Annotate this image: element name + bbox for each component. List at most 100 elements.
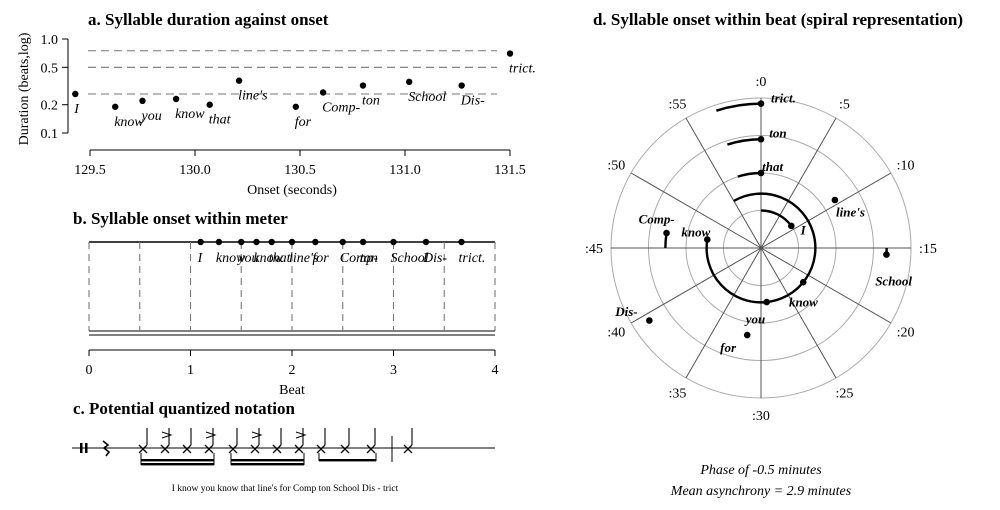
polar-spoke — [760, 117, 837, 249]
polar-clock-labels: :0:5:10:15:20:25:30:35:40:45:50:55 — [585, 75, 937, 424]
point-label-for: for — [295, 115, 312, 130]
onset-label-that: that — [269, 251, 292, 266]
note-head — [160, 444, 170, 454]
syllable-point-that — [757, 169, 765, 177]
onset-school — [390, 238, 397, 246]
point-label-you: you — [140, 109, 162, 124]
onset-you — [238, 238, 245, 246]
polar-spoke — [630, 247, 762, 324]
x-tick-label: 131.5 — [494, 163, 526, 178]
point-label-comp: Comp- — [322, 100, 360, 115]
panel-c: c. Potential quantized notation I know y… — [72, 399, 495, 494]
point-label-school: School — [408, 90, 446, 105]
footer-asynchrony: Mean asynchrony = 2.9 minutes — [670, 484, 852, 499]
beat-tick-label: 4 — [492, 363, 499, 378]
clock-label: :15 — [919, 242, 937, 257]
point-you — [139, 97, 146, 105]
polar-spoke — [630, 172, 762, 249]
syllable-label-dis: Dis- — [614, 304, 637, 319]
notation-lyric: I know you know that line's for Comp ton… — [172, 483, 399, 494]
clock-label: :20 — [897, 326, 915, 341]
x-tick-label: 131.0 — [389, 163, 421, 178]
clock-label: :30 — [752, 409, 770, 424]
repeat-bar-1 — [80, 443, 83, 453]
point-school — [406, 78, 413, 86]
beam — [319, 459, 376, 462]
panel-a-y-ticks: 0.10.20.51.0 — [41, 33, 68, 142]
syllable-point-for — [743, 331, 751, 339]
point-line-s — [235, 77, 243, 84]
onset-ton — [359, 238, 367, 246]
syllable-label-school: School — [875, 274, 912, 289]
onset-for — [312, 238, 319, 246]
footer-phase: Phase of -0.5 minutes — [699, 463, 822, 478]
beat-tick-label: 3 — [390, 363, 397, 378]
syllable-label-know: know — [681, 224, 710, 239]
syllable-arc-i — [760, 209, 793, 227]
beam — [141, 463, 214, 466]
point-label-know: know — [175, 107, 205, 122]
syllable-point-comp — [663, 229, 670, 237]
y-tick-label: 1.0 — [41, 33, 59, 48]
onset-label-know: know — [216, 251, 246, 266]
clock-label: :35 — [669, 387, 687, 402]
panel-d-title: d. Syllable onset within beat (spiral re… — [593, 10, 963, 29]
panel-d: d. Syllable onset within beat (spiral re… — [585, 10, 963, 499]
onset-know — [253, 238, 260, 246]
syllable-point-you — [763, 298, 770, 306]
syllable-point-line-s — [831, 196, 839, 204]
onset-label-ton: ton — [360, 251, 378, 266]
onset-that — [268, 238, 275, 246]
point-label-dis: Dis- — [460, 94, 485, 109]
syllable-point-trict — [757, 100, 765, 107]
syllable-label-that: that — [762, 159, 783, 174]
panel-b-x-label: Beat — [279, 383, 305, 398]
point-label-trict: trict. — [509, 62, 536, 77]
point-label-that: that — [209, 113, 232, 128]
syllable-point-dis — [646, 317, 653, 324]
syllable-point-know — [799, 278, 807, 286]
panel-a-title: a. Syllable duration against onset — [88, 10, 329, 29]
point-trict — [506, 50, 514, 57]
x-tick-label: 130.0 — [179, 163, 211, 178]
panel-c-title: c. Potential quantized notation — [73, 399, 295, 418]
polar-syllables: Iknowyouknowthatline'sforComp-tonSchoolD… — [614, 91, 912, 356]
syllable-arc-that — [737, 171, 762, 178]
onset-trict — [458, 238, 465, 246]
onset-i — [197, 238, 204, 246]
syllable-point-school — [883, 251, 890, 258]
syllable-arc-trict — [716, 102, 762, 112]
polar-spoke — [760, 247, 837, 379]
syllable-point-know — [703, 236, 711, 243]
repeat-bar-2 — [85, 443, 88, 453]
accent-mark — [295, 431, 307, 439]
clock-label: :45 — [585, 242, 603, 257]
syllable-point-i — [788, 222, 795, 230]
point-that — [206, 101, 213, 108]
clock-label: :10 — [897, 159, 915, 174]
clock-label: :25 — [836, 387, 854, 402]
syllable-label-i: I — [800, 223, 807, 238]
x-tick-label: 130.5 — [284, 163, 316, 178]
point-dis — [458, 82, 465, 89]
point-comp — [319, 89, 327, 96]
rest-symbol — [102, 440, 111, 457]
panel-b-beat-grid — [88, 242, 496, 331]
note-head — [272, 444, 282, 454]
syllable-label-ton: ton — [769, 126, 786, 141]
point-know — [112, 103, 119, 110]
y-tick-label: 0.5 — [41, 61, 59, 76]
onset-line-s — [288, 238, 296, 246]
point-label-ton: ton — [362, 94, 380, 109]
note-head — [316, 444, 326, 454]
point-know — [172, 95, 180, 103]
beat-tick-label: 2 — [289, 363, 296, 378]
y-tick-label: 0.2 — [41, 99, 59, 114]
syllable-arc-ton — [727, 138, 762, 146]
polar-spoke — [685, 247, 762, 379]
panel-b-title: b. Syllable onset within meter — [73, 209, 288, 228]
panel-a-x-label: Onset (seconds) — [247, 183, 337, 198]
syllable-label-line-s: line's — [836, 204, 865, 219]
